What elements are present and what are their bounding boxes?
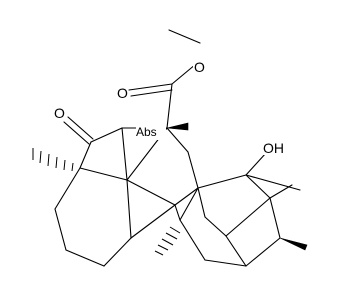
bond-c5 xyxy=(166,127,189,153)
bond-l2 xyxy=(54,167,81,210)
ester-carbon-to-ring xyxy=(166,83,173,129)
ester-o-carbon-bond xyxy=(171,63,197,85)
upper-bridge-ring xyxy=(63,116,189,181)
bond-r4 xyxy=(269,197,281,239)
ketone-double-bond-a xyxy=(67,116,94,140)
abs-pad xyxy=(136,124,166,140)
bond-r5 xyxy=(245,237,281,267)
h-hash-4 xyxy=(165,232,178,240)
h-hash-2 xyxy=(157,244,169,251)
methyl-hash-6 xyxy=(71,162,74,172)
ester-carbonyl-bond-2 xyxy=(130,89,173,97)
methyl-hash-5 xyxy=(63,159,66,171)
bond-l3 xyxy=(54,208,67,251)
bond-r8 xyxy=(197,187,206,218)
bond-m1 xyxy=(126,179,176,206)
h-hash-3 xyxy=(161,238,174,246)
abs-stereo-label: Abs xyxy=(136,125,157,139)
methoxy-methyl-bond xyxy=(168,29,201,44)
methyl-hash-2 xyxy=(39,150,42,164)
bond-l6 xyxy=(126,179,132,239)
ketone-o-pad xyxy=(53,106,65,120)
right-ring-system xyxy=(179,152,308,267)
bond-methyl-right xyxy=(245,174,301,191)
bond-r10 xyxy=(225,235,247,267)
ester-o-pad xyxy=(193,61,205,75)
bond-c4 xyxy=(121,127,128,181)
bond-r6 xyxy=(204,259,247,267)
hydroxyl-pad xyxy=(262,141,284,155)
bond-m3 xyxy=(174,187,199,206)
bond-m6 xyxy=(179,187,199,221)
atom-labels: O O O OH Abs xyxy=(53,59,284,156)
bond-r11 xyxy=(225,197,271,237)
carbonyl-o-pad xyxy=(116,86,128,100)
bond-r7 xyxy=(179,219,206,261)
bond-r1 xyxy=(197,174,247,189)
bond-r2 xyxy=(245,174,271,199)
wedge-bond-top xyxy=(166,122,189,131)
bond-oh xyxy=(245,152,267,176)
ketone-double-bond-b xyxy=(63,121,90,145)
ester-oxygen-label: O xyxy=(194,59,205,75)
bond-m2 xyxy=(187,151,199,189)
h-hash-1 xyxy=(154,250,164,256)
bond-r9 xyxy=(204,216,227,237)
hydroxyl-label: OH xyxy=(263,140,284,156)
methyl-hash-3 xyxy=(47,153,50,167)
ester-carbonyl-oxygen-label: O xyxy=(117,85,128,101)
bond-l5 xyxy=(103,237,132,267)
bond-l4 xyxy=(65,249,105,267)
bond-c1 xyxy=(90,127,123,143)
bond-m5 xyxy=(174,204,181,221)
wedge-bond-right xyxy=(279,237,308,251)
methyl-hash-4 xyxy=(55,156,58,169)
ketone-oxygen-label: O xyxy=(54,105,65,121)
ester-carbonyl-bond xyxy=(128,83,173,91)
methyl-ester-group xyxy=(128,29,201,129)
h-hash-5 xyxy=(169,226,181,234)
left-ring xyxy=(32,148,132,267)
bond-l1 xyxy=(79,167,128,181)
bond-c3 xyxy=(79,141,92,169)
bond-m4 xyxy=(130,204,176,239)
central-ring xyxy=(126,151,199,256)
